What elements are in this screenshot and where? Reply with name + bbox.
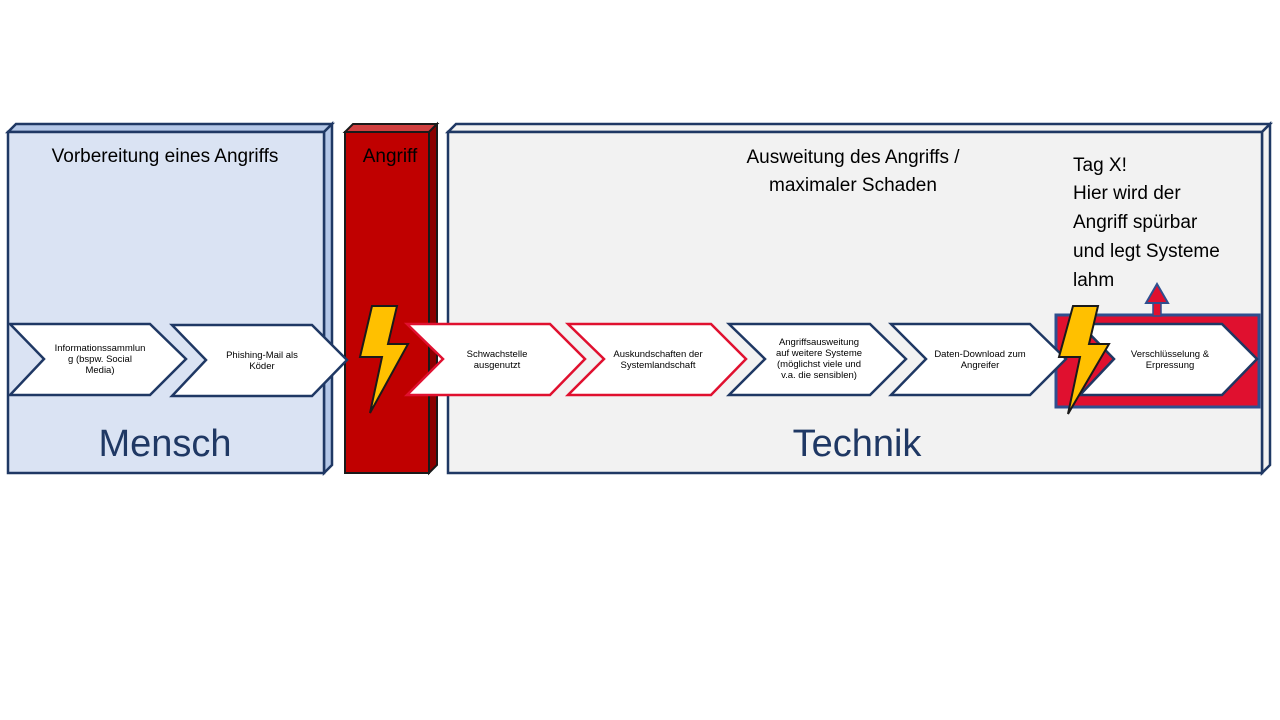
lightning-bolt-icon	[358, 305, 410, 414]
callout-line: Angriff spürbar	[1073, 212, 1198, 233]
attack-section	[342, 121, 440, 476]
svg-text:Informationssammlun: Informationssammlun	[55, 343, 146, 354]
callout-line: und legt Systeme	[1073, 241, 1220, 262]
step-7-chevron	[1077, 322, 1259, 397]
svg-text:Auskundschaften der: Auskundschaften der	[613, 349, 702, 360]
step-2-chevron	[169, 323, 349, 398]
callout-line: Tag X!	[1073, 155, 1127, 176]
svg-text:Angreifer: Angreifer	[961, 360, 1000, 371]
step-1-text: Informationssammlun g (bspw. Social Medi…	[55, 343, 146, 376]
svg-text:Erpressung: Erpressung	[1146, 360, 1195, 371]
expand-section	[444, 120, 1274, 477]
svg-text:Angriffsausweitung: Angriffsausweitung	[779, 337, 859, 348]
svg-text:ausgenutzt: ausgenutzt	[474, 360, 521, 371]
svg-text:Media): Media)	[85, 365, 114, 376]
prep-section	[4, 120, 336, 477]
step-4-chevron	[564, 322, 748, 397]
step-3-text: Schwachstelle ausgenutzt	[467, 349, 528, 371]
expand-section-title-line1: Ausweitung des Angriffs /	[747, 147, 961, 168]
step-2-text: Phishing-Mail als Köder	[226, 350, 298, 372]
svg-text:v.a. die sensiblen): v.a. die sensiblen)	[781, 370, 857, 381]
step-5-text: Angriffsausweitung auf weitere Systeme (…	[776, 337, 862, 381]
callout-text: Tag X! Hier wird der Angriff spürbar und…	[1073, 155, 1220, 291]
expand-section-title-line2: maximaler Schaden	[769, 175, 937, 196]
step-3-chevron	[403, 322, 587, 397]
prep-section-label: Mensch	[98, 423, 231, 465]
svg-text:Phishing-Mail als: Phishing-Mail als	[226, 350, 298, 361]
step-6-chevron	[887, 322, 1068, 397]
callout-line: Hier wird der	[1073, 183, 1181, 204]
svg-text:Daten-Download zum: Daten-Download zum	[934, 349, 1025, 360]
step-5-chevron	[725, 322, 908, 397]
arrow-up-icon	[1144, 282, 1170, 317]
svg-text:g (bspw. Social: g (bspw. Social	[68, 354, 132, 365]
svg-text:Schwachstelle: Schwachstelle	[467, 349, 528, 360]
svg-text:Verschlüsselung &: Verschlüsselung &	[1131, 349, 1210, 360]
lightning-bolt-icon	[1057, 305, 1111, 415]
callout-line: lahm	[1073, 270, 1114, 291]
svg-text:auf weitere Systeme: auf weitere Systeme	[776, 348, 862, 359]
attack-section-title: Angriff	[363, 146, 418, 167]
step-6-text: Daten-Download zum Angreifer	[934, 349, 1025, 371]
step-1-chevron	[7, 322, 188, 397]
step-4-text: Auskundschaften der Systemlandschaft	[613, 349, 702, 371]
svg-text:(möglichst viele und: (möglichst viele und	[777, 359, 861, 370]
expand-section-label: Technik	[793, 423, 923, 465]
svg-text:Systemlandschaft: Systemlandschaft	[621, 360, 696, 371]
step-7-text: Verschlüsselung & Erpressung	[1131, 349, 1210, 371]
svg-text:Köder: Köder	[249, 361, 274, 372]
prep-section-title: Vorbereitung eines Angriffs	[52, 146, 279, 167]
